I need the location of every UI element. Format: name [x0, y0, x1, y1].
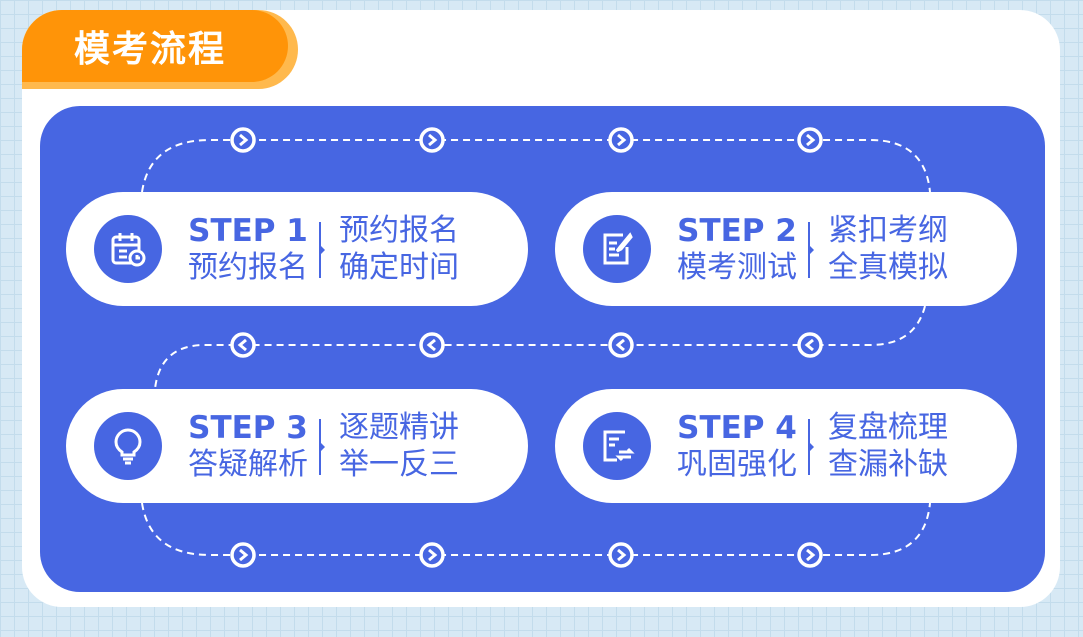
chevron-right-icon — [230, 542, 256, 568]
section-title: 模考流程 — [22, 10, 288, 82]
step-number: STEP 1 — [188, 213, 308, 249]
document-pen-icon — [583, 215, 651, 283]
title-tab: 模考流程 — [22, 10, 298, 89]
chevron-right-icon — [797, 542, 823, 568]
step-number: STEP 3 — [188, 410, 308, 446]
chevron-left-icon — [608, 332, 634, 358]
lightbulb-icon — [94, 412, 162, 480]
step-desc-2: 全真模拟 — [828, 250, 948, 285]
divider — [319, 222, 325, 278]
chevron-right-icon — [608, 127, 634, 153]
step-name: 预约报名 — [188, 250, 308, 285]
step-name: 答疑解析 — [188, 447, 308, 482]
chevron-right-icon — [419, 127, 445, 153]
step-desc-1: 逐题精讲 — [339, 410, 459, 445]
chevron-left-icon — [230, 332, 256, 358]
chevron-left-icon — [419, 332, 445, 358]
step-desc-1: 预约报名 — [339, 213, 459, 248]
step-desc-2: 确定时间 — [339, 250, 459, 285]
chevron-right-icon — [797, 127, 823, 153]
chevron-right-icon — [608, 542, 634, 568]
calendar-clock-icon — [94, 215, 162, 283]
step-number: STEP 2 — [677, 213, 797, 249]
divider — [808, 222, 814, 278]
divider — [808, 419, 814, 475]
flow-panel — [40, 106, 1045, 592]
step-desc-1: 复盘梳理 — [828, 410, 948, 445]
document-refresh-icon — [583, 412, 651, 480]
chevron-right-icon — [419, 542, 445, 568]
step-desc-1: 紧扣考纲 — [828, 213, 948, 248]
chevron-right-icon — [230, 127, 256, 153]
step-desc-2: 举一反三 — [339, 447, 459, 482]
step-desc-2: 查漏补缺 — [828, 447, 948, 482]
step-name: 巩固强化 — [677, 447, 797, 482]
step-name: 模考测试 — [677, 250, 797, 285]
step-number: STEP 4 — [677, 410, 797, 446]
divider — [319, 419, 325, 475]
chevron-left-icon — [797, 332, 823, 358]
